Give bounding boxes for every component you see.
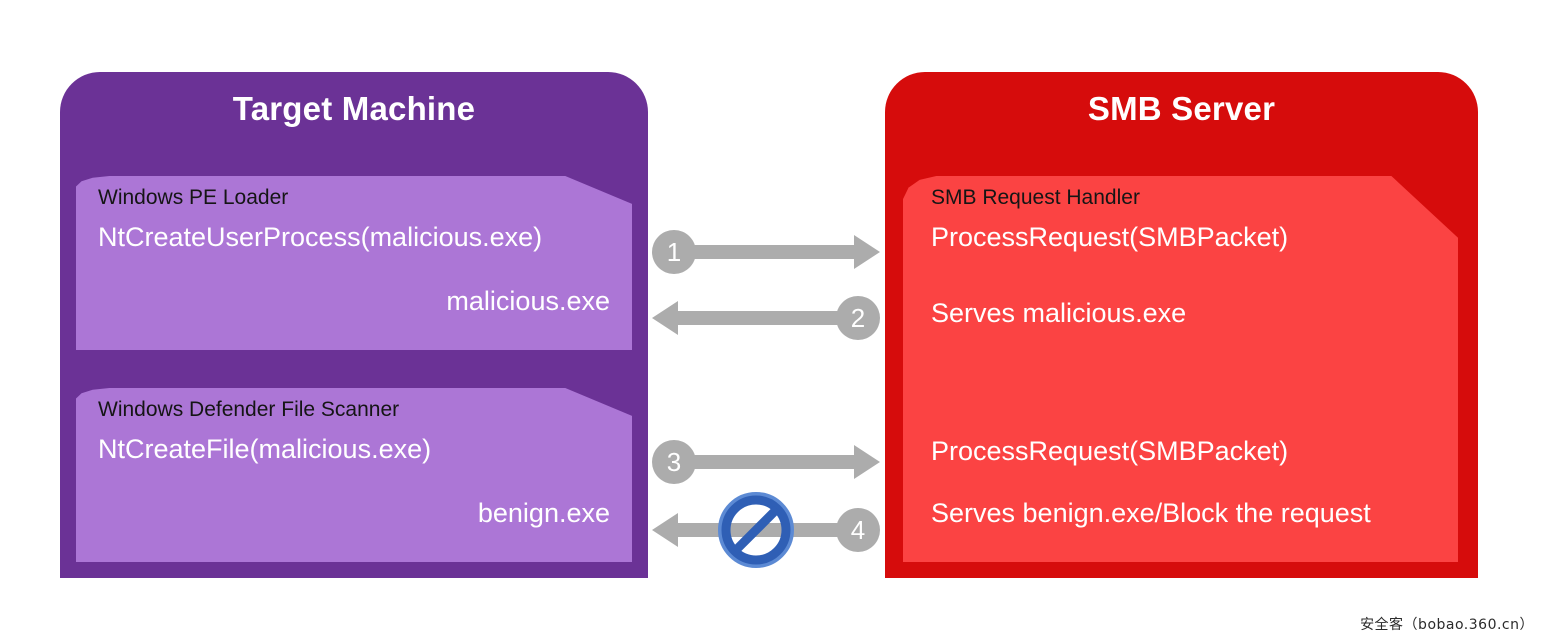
- watermark-text: 安全客（bobao.360.cn）: [1360, 617, 1534, 633]
- arrow-head-right-icon: [854, 235, 880, 269]
- smb-process-request-1-label: ProcessRequest(SMBPacket): [931, 222, 1289, 252]
- step-badge-2: 2: [836, 296, 880, 340]
- smb-server-title: SMB Server: [1087, 90, 1276, 127]
- arrow-head-right-icon: [854, 445, 880, 479]
- smb-process-request-2-label: ProcessRequest(SMBPacket): [931, 436, 1289, 466]
- step-badge-1: 1: [652, 230, 696, 274]
- no-entry-icon: [718, 492, 794, 568]
- arrow-step-3: 3: [652, 432, 880, 492]
- smb-request-handler-panel: SMB Request Handler ProcessRequest(SMBPa…: [903, 176, 1458, 562]
- arrow-head-left-icon: [652, 513, 678, 547]
- pe-loader-request-label: NtCreateUserProcess(malicious.exe): [98, 222, 543, 252]
- target-machine-container: Target Machine Windows PE Loader NtCreat…: [60, 72, 648, 578]
- smb-serves-malicious-label: Serves malicious.exe: [931, 298, 1187, 328]
- defender-response-label: benign.exe: [477, 498, 610, 528]
- smb-serves-benign-label: Serves benign.exe/Block the request: [931, 498, 1371, 528]
- windows-pe-loader-panel: Windows PE Loader NtCreateUserProcess(ma…: [76, 176, 632, 350]
- target-machine-title: Target Machine: [232, 90, 476, 127]
- arrow-shaft: [670, 455, 854, 469]
- step-badge-3: 3: [652, 440, 696, 484]
- arrow-head-left-icon: [652, 301, 678, 335]
- arrow-shaft: [678, 311, 862, 325]
- windows-defender-scanner-panel: Windows Defender File Scanner NtCreateFi…: [76, 388, 632, 562]
- pe-loader-response-label: malicious.exe: [446, 286, 610, 316]
- arrow-shaft: [670, 245, 854, 259]
- arrow-step-2: 2: [652, 288, 880, 348]
- pe-loader-header: Windows PE Loader: [98, 186, 289, 209]
- step-badge-4: 4: [836, 508, 880, 552]
- defender-scanner-header: Windows Defender File Scanner: [98, 398, 400, 421]
- arrow-step-1: 1: [652, 222, 880, 282]
- smb-handler-header: SMB Request Handler: [931, 186, 1140, 209]
- defender-request-label: NtCreateFile(malicious.exe): [98, 434, 432, 464]
- smb-server-container: SMB Server SMB Request Handler ProcessRe…: [885, 72, 1478, 578]
